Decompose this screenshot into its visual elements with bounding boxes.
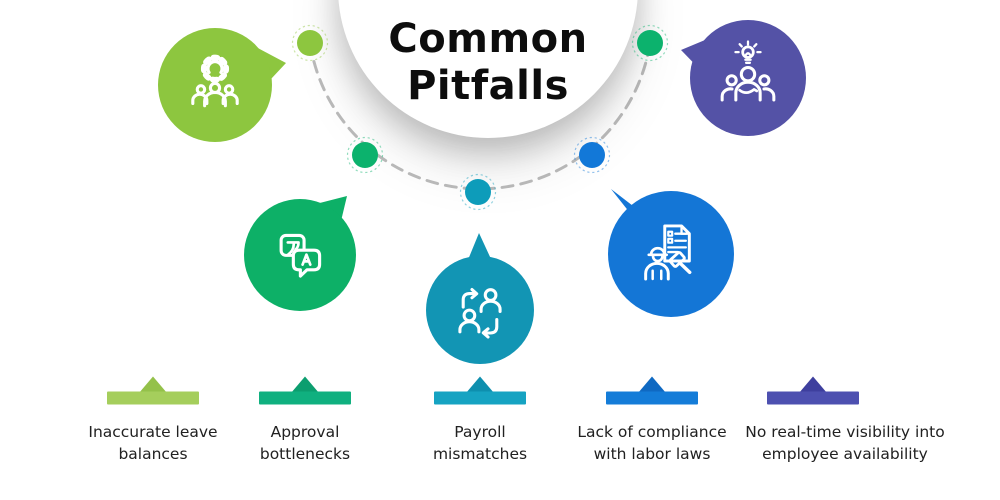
arc-dot-4 [573, 136, 611, 174]
label-lack-of-compliance: Lack of compliance with labor laws [522, 421, 782, 466]
marker-arrow-icon [466, 376, 494, 393]
marker-lack-of-compliance [606, 376, 698, 405]
bubble-inaccurate-leave-balances [158, 28, 286, 142]
label-line: with labor laws [593, 445, 711, 464]
bubble-lack-of-compliance [608, 189, 734, 317]
arc-dot-3 [459, 173, 497, 211]
bubble-no-realtime-visibility [681, 20, 806, 136]
label-line: Payroll [454, 423, 506, 441]
label-line: Inaccurate leave [88, 423, 218, 441]
marker-payroll-mismatches [434, 376, 526, 405]
bubble-circle [690, 20, 806, 136]
bubble-circle [158, 28, 272, 142]
label-inaccurate-leave-balances: Inaccurate leave balances [23, 421, 283, 466]
bubble-approval-bottlenecks [244, 196, 356, 311]
marker-bar [606, 391, 698, 405]
arc-dot-2 [346, 136, 384, 174]
label-line: balances [118, 445, 188, 464]
label-approval-bottlenecks: Approval bottlenecks [175, 421, 435, 466]
labor-law-compliance-icon [644, 224, 692, 281]
team-idea-icon [720, 40, 776, 102]
label-line: bottlenecks [259, 445, 351, 464]
employee-swap-icon [458, 288, 502, 339]
marker-bar [767, 391, 859, 405]
page-title-line1: Common [388, 16, 588, 62]
label-line: employee availability [762, 445, 928, 464]
marker-bar [434, 391, 526, 405]
translation-icon [279, 233, 322, 278]
marker-bar [107, 391, 199, 405]
bubble-circle [608, 191, 734, 317]
page-title-line2: Pitfalls [407, 63, 569, 110]
marker-arrow-icon [799, 376, 827, 393]
marker-arrow-icon [139, 376, 167, 393]
label-line: No real-time visibility into [745, 423, 945, 441]
marker-arrow-icon [638, 376, 666, 393]
label-line: Approval [270, 423, 340, 441]
page-title: Common Pitfalls [348, 16, 628, 110]
marker-bar [259, 391, 351, 405]
bubble-payroll-mismatches [426, 233, 534, 364]
marker-approval-bottlenecks [259, 376, 351, 405]
marker-no-realtime-visibility [767, 376, 859, 405]
label-line: mismatches [432, 445, 528, 464]
label-line: Lack of compliance [577, 423, 727, 441]
arc-dot-1 [291, 24, 329, 62]
marker-inaccurate-leave-balances [107, 376, 199, 405]
arc-dot-5 [631, 24, 669, 62]
team-settings-icon [191, 54, 239, 108]
label-payroll-mismatches: Payroll mismatches [350, 421, 610, 466]
label-no-realtime-visibility: No real-time visibility into employee av… [715, 421, 975, 466]
marker-arrow-icon [291, 376, 319, 393]
